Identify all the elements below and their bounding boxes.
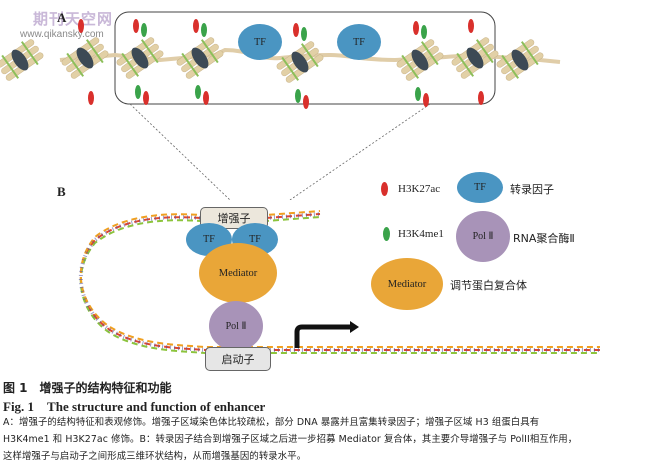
promoter-box: 启动子 [205,347,271,371]
h3k4me1-mark [195,85,201,99]
panel-a-chromatin-illustration [0,11,561,200]
h3k4me1-marker-icon [383,227,390,241]
h3k27ac-mark [193,19,199,33]
watermark-url: www.qikansky.com [20,29,104,40]
h3k27ac-marker-icon [381,182,388,196]
figure-caption-body: A：增强子的结构特征和表观修饰。增强子区域染色体比较疏松，部分 DNA 暴露并且… [3,414,651,465]
h3k4me1-mark [201,23,207,37]
pol-ii: Pol Ⅱ [209,301,263,351]
legend-mediator-label: 调节蛋白复合体 [450,279,527,292]
h3k27ac-mark [413,21,419,35]
caption-line-2: H3K4me1 和 H3K27ac 修饰。B：转录因子结合到增强子区域之后进一步… [3,434,578,445]
legend-pol-label: RNA聚合酶Ⅱ [513,232,575,245]
h3k4me1-mark [141,23,147,37]
mediator-complex: Mediator [199,243,277,303]
h3k27ac-mark [468,19,474,33]
legend-h3k27ac-label: H3K27ac [398,183,441,195]
panel-a-label: A [57,10,67,25]
nucleosome [0,39,44,81]
h3k27ac-mark [203,91,209,105]
h3k27ac-mark [88,91,94,105]
figure-title-en: Fig. 1 The structure and function of enh… [3,399,266,414]
h3k4me1-mark [135,85,141,99]
watermark-title: 期刊天空网 [33,10,114,28]
h3k4me1-mark [295,89,301,103]
nucleosome [61,37,109,79]
dna-strand [79,216,600,354]
figure-title-cn: 图 1 增强子的结构特征和功能 [3,381,172,395]
nucleosome [396,39,444,81]
zoom-line-right [289,103,431,200]
h3k27ac-mark [143,91,149,105]
panel-b-dna-loop [78,210,600,354]
transcription-start-arrow [294,324,350,348]
dna-strand [79,210,600,348]
h3k4me1-mark [415,87,421,101]
panel-a-tf-2: TF [337,24,381,60]
nucleosome [276,41,324,83]
transcription-arrow-head [350,321,359,333]
h3k27ac-mark [78,19,84,33]
h3k27ac-mark [303,95,309,109]
zoom-line-left [129,103,231,200]
nucleosome [116,37,164,79]
h3k27ac-mark [478,91,484,105]
panel-a-tf-1: TF [238,24,282,60]
legend-h3k4me1-label: H3K4me1 [398,228,444,240]
legend-tf-icon: TF [457,172,503,203]
h3k27ac-mark [133,19,139,33]
legend-mediator-icon: Mediator [371,258,443,310]
h3k4me1-mark [301,27,307,41]
caption-line-1: A：增强子的结构特征和表观修饰。增强子区域染色体比较疏松，部分 DNA 暴露并且… [3,417,540,428]
nucleosome [451,37,499,79]
h3k27ac-mark [423,93,429,107]
dna-base-pairs [78,212,600,352]
legend-pol-icon: Pol Ⅱ [456,211,510,262]
h3k27ac-mark [293,23,299,37]
legend-tf-label: 转录因子 [510,183,554,196]
nucleosome [176,37,224,79]
panel-b-label: B [57,184,66,199]
nucleosome [496,39,544,81]
caption-line-3: 这样增强子与启动子之间形成三维环状结构，从而增强基因的转录水平。 [3,451,307,462]
h3k4me1-mark [421,25,427,39]
